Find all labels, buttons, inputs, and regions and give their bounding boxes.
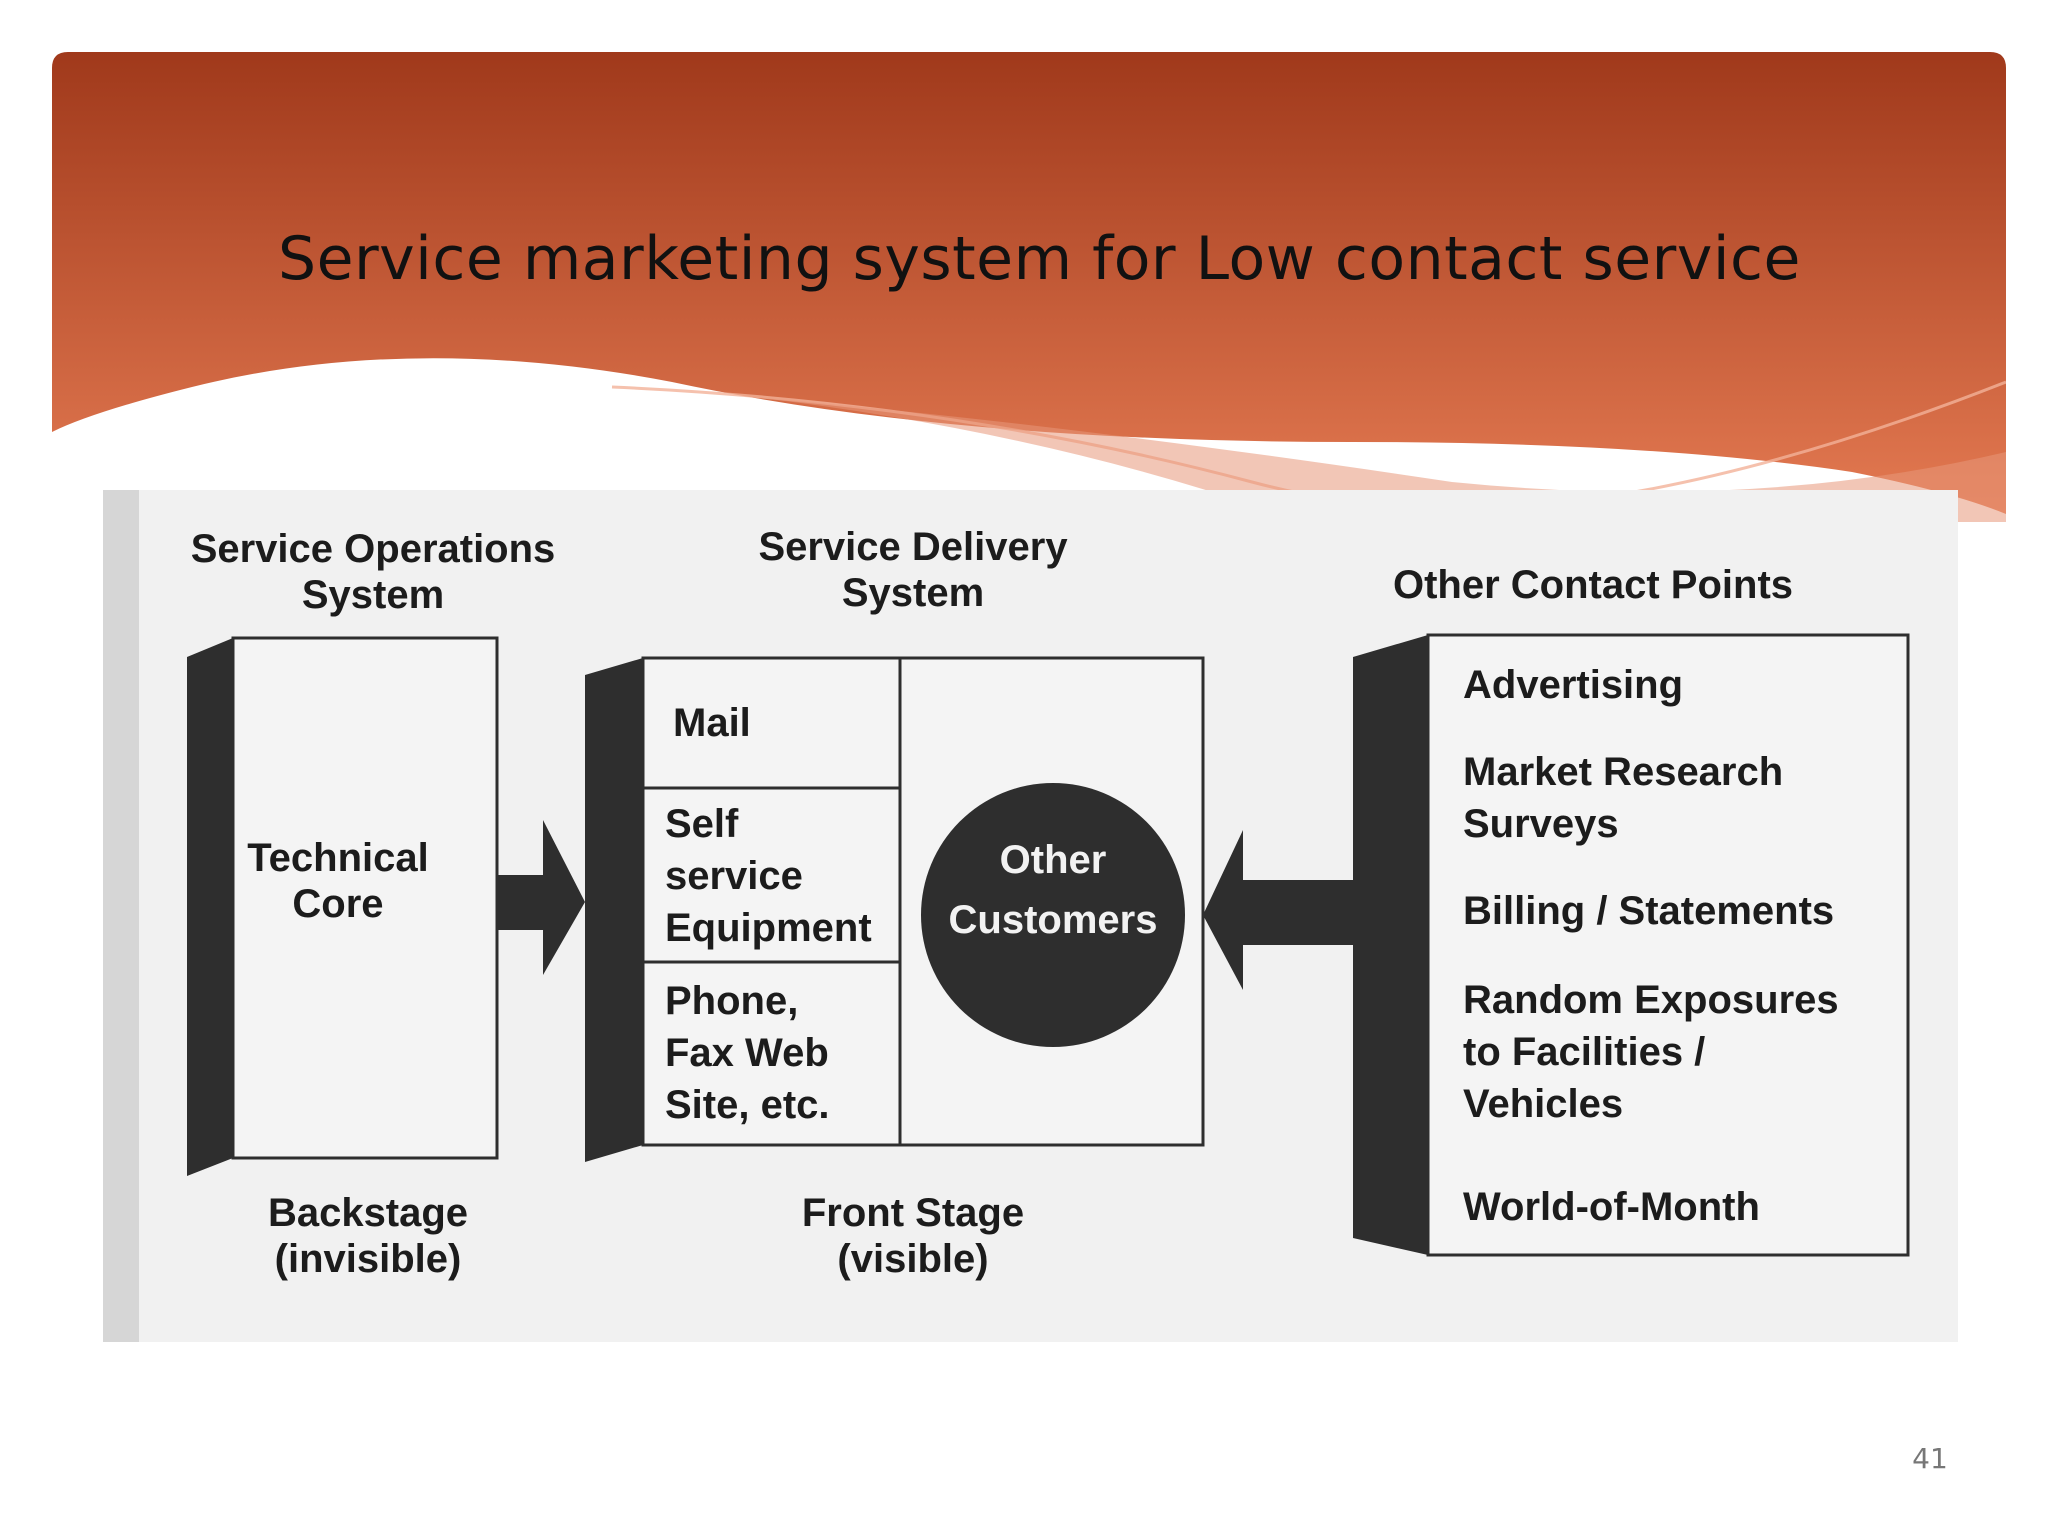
front-stage-line2: (visible): [837, 1237, 989, 1281]
operations-heading-line2: System: [301, 573, 445, 617]
page-number: 41: [1912, 1442, 1948, 1475]
operations-heading-line1: Service Operations: [190, 527, 556, 571]
contact-item-world-line1: World-of-Month: [1463, 1185, 1760, 1229]
delivery-heading-line1: Service Delivery: [758, 525, 1068, 569]
operations-box: [231, 636, 499, 1160]
technical-core-label: Technical Core: [233, 835, 443, 927]
operations-heading: Service Operations System: [163, 526, 583, 618]
contacts-box: [1426, 633, 1910, 1257]
contact-item-advertising: Advertising: [1463, 662, 1683, 708]
contacts-box-side: [1353, 635, 1428, 1255]
other-customers-line1: Other: [999, 838, 1107, 882]
contact-item-world-of-month: World-of-Month: [1463, 1184, 1760, 1230]
channel-phone-line3: Site, etc.: [665, 1083, 830, 1127]
technical-core-line2: Core: [292, 882, 384, 926]
arrow-contacts-to-delivery: [1203, 830, 1353, 990]
channel-self-service-line1: Self: [665, 802, 739, 846]
front-stage-label: Front Stage (visible): [783, 1190, 1043, 1282]
channel-phone-line2: Fax Web: [665, 1031, 829, 1075]
service-system-diagram: Service Operations System Technical Core…: [103, 490, 1958, 1342]
slide-title: Service marketing system for Low contact…: [278, 224, 1801, 294]
delivery-heading: Service Delivery System: [703, 524, 1123, 616]
backstage-line2: (invisible): [274, 1237, 462, 1281]
channel-mail: Mail: [673, 700, 751, 746]
contact-item-billing: Billing / Statements: [1463, 888, 1834, 934]
contact-item-random-line2: to Facilities /: [1463, 1030, 1706, 1074]
contact-item-market-research: Market Research Surveys: [1463, 746, 1783, 850]
contact-item-market-line1: Market Research: [1463, 750, 1784, 794]
channel-self-service-line2: service: [665, 854, 803, 898]
contact-item-random-line3: Vehicles: [1463, 1082, 1624, 1126]
other-customers-line2: Customers: [948, 898, 1158, 942]
backstage-label: Backstage (invisible): [253, 1190, 483, 1282]
contact-item-billing-line1: Billing / Statements: [1463, 889, 1835, 933]
other-customers-circle: [921, 783, 1185, 1047]
delivery-heading-line2: System: [841, 571, 985, 615]
channel-phone-fax-web: Phone, Fax Web Site, etc.: [665, 975, 830, 1131]
channel-self-service-line3: Equipment: [665, 906, 872, 950]
channel-self-service: Self service Equipment: [665, 798, 872, 954]
channel-mail-line1: Mail: [673, 701, 751, 745]
contact-item-market-line2: Surveys: [1463, 802, 1619, 846]
paper-edge-shadow: [103, 490, 139, 1342]
contacts-heading: Other Contact Points: [1393, 563, 1794, 607]
contact-item-random-exposures: Random Exposures to Facilities / Vehicle…: [1463, 974, 1839, 1130]
backstage-line1: Backstage: [267, 1191, 469, 1235]
arrow-operations-to-delivery: [497, 820, 585, 975]
operations-box-side: [187, 638, 233, 1176]
contact-item-advertising-line1: Advertising: [1463, 663, 1684, 707]
other-customers-label: Other Customers: [933, 830, 1173, 950]
channel-phone-line1: Phone,: [665, 979, 799, 1023]
front-stage-line1: Front Stage: [801, 1191, 1025, 1235]
contact-item-random-line1: Random Exposures: [1463, 978, 1839, 1022]
header-band: [52, 52, 2006, 514]
delivery-box-side: [585, 658, 643, 1162]
technical-core-line1: Technical: [247, 836, 429, 880]
diagram-graphics: [103, 490, 1958, 1342]
